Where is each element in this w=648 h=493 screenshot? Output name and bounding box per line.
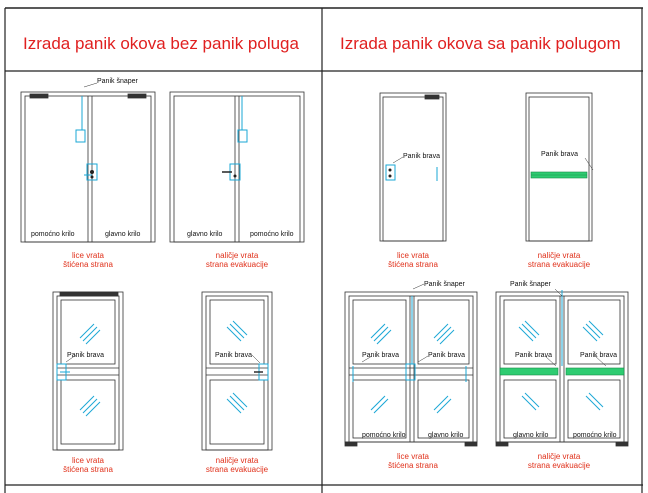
label-panic-lock: Panik brava (428, 352, 465, 359)
leader-line (412, 283, 425, 290)
glass-hatch (79, 323, 101, 417)
caption-face: lice vrata štićena strana (353, 251, 473, 269)
leader-line (584, 157, 594, 171)
panic-lock-single-face (385, 164, 438, 181)
panic-latch-back-top (229, 96, 248, 181)
caption-line-2: strana evakuacije (527, 461, 591, 470)
caption-line-1: lice vrata (71, 251, 104, 260)
caption-line-1: naličje vrata (537, 251, 581, 260)
leader-line (594, 355, 607, 367)
lock-dots-single-face (388, 168, 392, 178)
leader-line (392, 156, 404, 164)
push-bars-glazed-double-back (499, 367, 625, 376)
panic-latch-glazed-double-face (352, 296, 467, 382)
label-secondary-leaf: pomoćno krilo (31, 231, 75, 238)
caption-line-2: strana evakuacije (205, 260, 269, 269)
leader-line (544, 355, 557, 367)
label-panic-lock: Panik brava (215, 352, 252, 359)
label-panic-lock: Panik brava (541, 151, 578, 158)
header-right: Izrada panik okova sa panik polugom (340, 34, 621, 53)
label-panic-lock: Panik brava (362, 352, 399, 359)
label-secondary-leaf: pomoćno krilo (362, 432, 406, 439)
caption-line-2: štićena strana (63, 260, 113, 269)
leader-line (417, 355, 429, 363)
door-single-back-top (525, 92, 593, 242)
door-glazed-face-bottom-left (52, 291, 124, 451)
caption-line-2: štićena strana (388, 260, 438, 269)
caption-line-1: lice vrata (396, 452, 429, 461)
caption-back: naličje vrata strana evakuacije (499, 452, 619, 470)
caption-face: lice vrata štićena strana (28, 251, 148, 269)
caption-line-1: naličje vrata (537, 452, 581, 461)
panic-lock-glazed-face (56, 363, 70, 381)
leader-line (65, 354, 77, 363)
caption-back: naličje vrata strana evakuacije (177, 456, 297, 474)
panic-latch-top-left (75, 96, 98, 181)
door-lock-top-left (90, 170, 94, 179)
label-panic-latch: Panik šnaper (97, 78, 138, 85)
glass-hatch (370, 323, 455, 414)
caption-line-1: lice vrata (71, 456, 104, 465)
label-secondary-leaf: pomoćno krilo (250, 231, 294, 238)
caption-face: lice vrata štićena strana (353, 452, 473, 470)
table-grid (4, 7, 643, 493)
caption-line-2: strana evakuacije (527, 260, 591, 269)
label-panic-lock: Panik brava (580, 352, 617, 359)
door-single-face-top (379, 92, 447, 242)
label-panic-latch: Panik šnaper (424, 281, 465, 288)
label-main-leaf: glavno krilo (187, 231, 223, 238)
leader-line (554, 288, 563, 297)
door-glazed-back-bottom (201, 291, 273, 451)
door-glazed-double-back (495, 291, 629, 447)
label-secondary-leaf: pomoćno krilo (573, 432, 617, 439)
label-main-leaf: glavno krilo (513, 432, 549, 439)
caption-line-2: štićena strana (388, 461, 438, 470)
door-glazed-double-face (344, 291, 478, 447)
glass-hatch (518, 320, 604, 411)
leader-line (361, 355, 373, 363)
caption-back: naličje vrata strana evakuacije (499, 251, 619, 269)
label-panic-lock: Panik brava (403, 153, 440, 160)
door-handle-back-top (222, 171, 237, 178)
label-panic-lock: Panik brava (67, 352, 104, 359)
door-double-face-top-left (20, 91, 156, 243)
header-left: Izrada panik okova bez panik poluga (23, 34, 299, 53)
label-panic-lock: Panik brava (515, 352, 552, 359)
caption-face: lice vrata štićena strana (28, 456, 148, 474)
push-bar-single-back (530, 171, 588, 179)
door-double-back-top (169, 91, 305, 243)
caption-line-2: štićena strana (63, 465, 113, 474)
caption-line-1: naličje vrata (215, 251, 259, 260)
label-main-leaf: glavno krilo (105, 231, 141, 238)
label-panic-latch: Panik šnaper (510, 281, 551, 288)
leader-line (251, 354, 261, 364)
glass-hatch (226, 320, 248, 414)
caption-line-1: lice vrata (396, 251, 429, 260)
caption-back: naličje vrata strana evakuacije (177, 251, 297, 269)
caption-line-2: strana evakuacije (205, 465, 269, 474)
caption-line-1: naličje vrata (215, 456, 259, 465)
leader-line (83, 82, 98, 88)
label-main-leaf: glavno krilo (428, 432, 464, 439)
